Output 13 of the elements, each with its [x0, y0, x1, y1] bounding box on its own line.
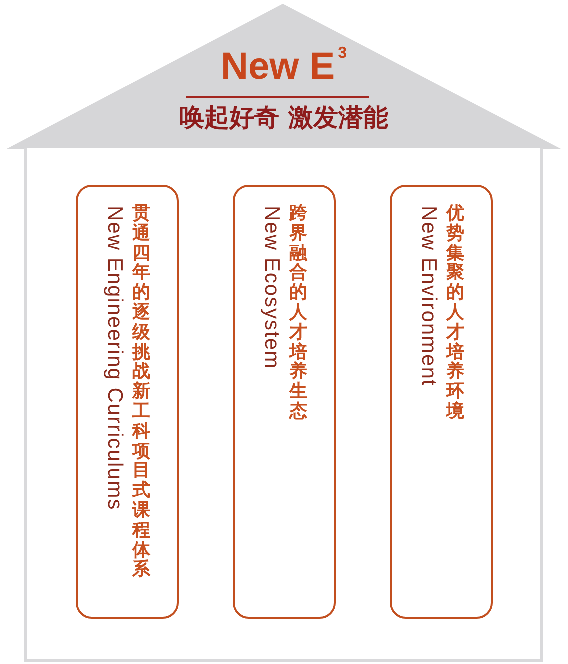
- title-text: New E$^{3}$: [220, 48, 348, 86]
- pillar-card: [390, 185, 493, 619]
- pillar-title: 优势集聚的人才培养环境: [446, 204, 464, 422]
- roof-shape: [7, 4, 561, 149]
- subtitle-text: 唤起好奇 激发潜能: [180, 103, 388, 133]
- pillar-title: 跨界融合的人才培养生态: [290, 204, 308, 422]
- house-frame: [24, 148, 543, 662]
- pillar-subtitle: New Environment: [418, 205, 440, 387]
- pillar-card: [233, 185, 336, 619]
- pillar-subtitle: New Engineering Curriculums: [104, 205, 126, 511]
- pillar-subtitle: New Ecosystem: [262, 205, 282, 370]
- pillar-card: [76, 185, 179, 619]
- pillar-title: 贯通四年的逐级挑战新工科项目式课程体系: [132, 204, 150, 580]
